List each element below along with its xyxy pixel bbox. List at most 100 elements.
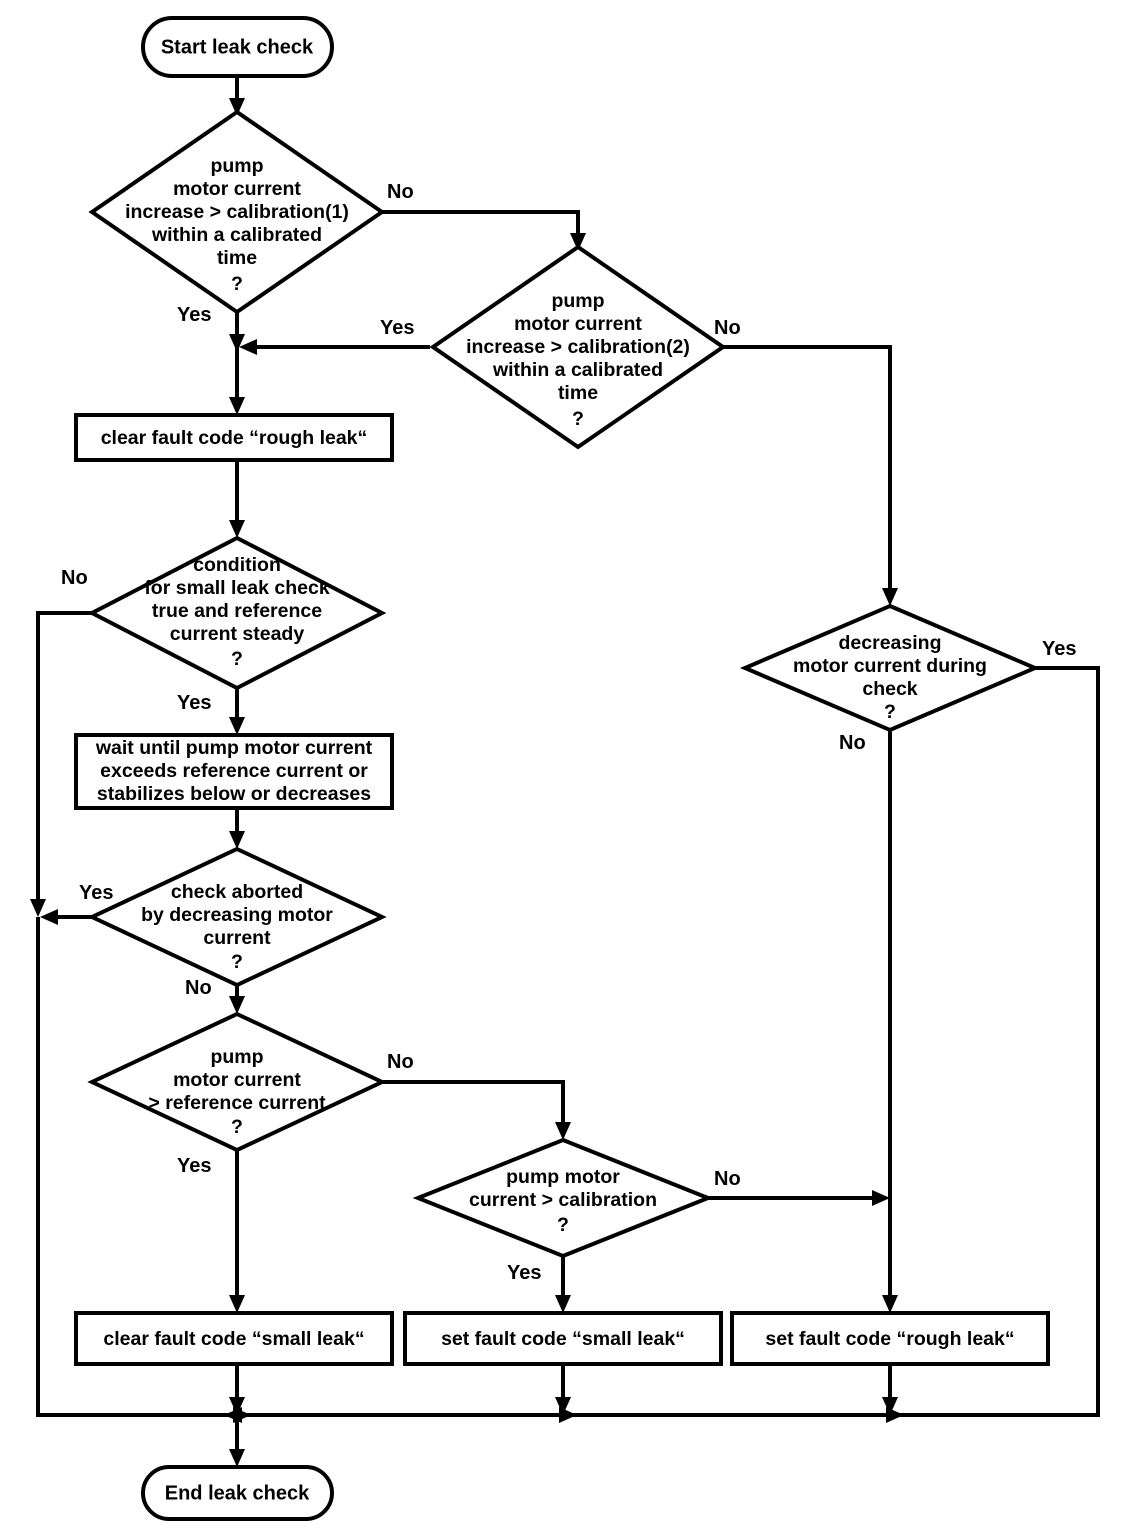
d2-line-0: pump — [551, 290, 604, 312]
label-d7-no: No — [714, 1168, 741, 1190]
d7-line-1: current > calibration — [469, 1189, 657, 1211]
p3-box-shape — [74, 1311, 394, 1366]
arrowhead-d5-yes-to-p3 — [229, 1295, 245, 1313]
label-d1-no: No — [387, 181, 414, 203]
label-d4-yes: Yes — [79, 882, 113, 904]
d3-line-1: for small leak check — [144, 577, 330, 599]
arrowhead-merge-to-end — [229, 1449, 245, 1467]
label-d5-no: No — [387, 1051, 414, 1073]
node-decision-decreasing-current[interactable]: decreasing motor current during check ? — [739, 603, 1041, 733]
label-d2-no: No — [714, 317, 741, 339]
label-d1-yes: Yes — [177, 304, 211, 326]
arrowhead-p2-to-d4 — [229, 831, 245, 849]
p2-box-shape — [74, 733, 394, 810]
arrowhead-merge-right-2 — [559, 1407, 577, 1423]
arrowhead-d1-yes-to-p1 — [229, 397, 245, 415]
label-d6-no: No — [839, 732, 866, 754]
arrowhead-p5-to-merge — [882, 1397, 898, 1415]
arrowhead-merge-right-3 — [886, 1407, 904, 1423]
arrowhead-p1-to-d3 — [229, 520, 245, 538]
node-decision-calibration-2[interactable]: pump motor current increase > calibratio… — [429, 244, 727, 450]
d6-line-2: check — [862, 678, 917, 700]
d1-line-2: increase > calibration(1) — [125, 201, 349, 223]
d5-line-0: pump — [210, 1046, 263, 1068]
d4-diamond-shape — [87, 846, 387, 988]
arrowhead-d7-yes-to-p4 — [555, 1295, 571, 1313]
p2-line-2: stabilizes below or decreases — [97, 783, 371, 805]
d2-diamond-shape — [429, 244, 727, 450]
edge-d1-no-to-d2 — [382, 210, 580, 237]
p2-line-0: wait until pump motor current — [95, 737, 373, 759]
label-d5-yes: Yes — [177, 1155, 211, 1177]
arrowhead-start-to-d1 — [229, 98, 245, 116]
p1-line-0: clear fault code “rough leak“ — [101, 427, 368, 449]
d3-diamond-shape — [87, 535, 387, 691]
arrowhead-d2-no-to-d6 — [882, 588, 898, 606]
arrowhead-d7-no-to-p5-column — [872, 1190, 890, 1206]
label-d3-no: No — [61, 567, 88, 589]
d1-line-0: pump — [210, 155, 263, 177]
p2-line-1: exceeds reference current or — [100, 760, 368, 782]
node-decision-current-vs-calibration[interactable]: pump motor current > calibration ? — [412, 1137, 714, 1259]
d4-line-1: by decreasing motor — [141, 904, 333, 926]
p5-box-shape — [730, 1311, 1050, 1366]
d2-line-2: increase > calibration(2) — [466, 336, 690, 358]
d6-diamond-shape — [739, 603, 1041, 733]
d1-line-1: motor current — [173, 178, 301, 200]
arrowhead-d4-yes-to-left-rail — [40, 909, 58, 925]
d6-line-3: ? — [884, 701, 896, 723]
d1-line-4: time — [217, 247, 257, 269]
arrowhead-p4-to-merge — [555, 1397, 571, 1415]
label-d3-yes: Yes — [177, 692, 211, 714]
p1-box-shape — [74, 413, 394, 462]
d2-line-3: within a calibrated — [492, 359, 663, 381]
node-process-clear-rough-leak[interactable]: clear fault code “rough leak“ — [74, 413, 394, 462]
node-decision-check-aborted[interactable]: check aborted by decreasing motor curren… — [87, 846, 387, 988]
d1-line-5: ? — [231, 273, 243, 295]
d3-line-0: condition — [193, 554, 281, 576]
edge-d3-no-left-rail — [36, 611, 92, 901]
d1-diamond-shape — [88, 109, 386, 315]
end-terminator-shape — [141, 1465, 334, 1521]
end-label: End leak check — [165, 1482, 310, 1504]
p4-line-0: set fault code “small leak“ — [441, 1328, 685, 1350]
d2-line-4: time — [558, 382, 598, 404]
d1-line-3: within a calibrated — [151, 224, 322, 246]
d4-line-2: current — [203, 927, 271, 949]
node-end[interactable]: End leak check — [141, 1465, 334, 1521]
edge-d6-yes-right-rail — [913, 666, 1100, 1417]
label-d6-yes: Yes — [1042, 638, 1076, 660]
d5-line-1: motor current — [173, 1069, 301, 1091]
d3-line-4: ? — [231, 648, 243, 670]
d3-line-3: current steady — [170, 623, 305, 645]
node-decision-small-leak-condition[interactable]: condition for small leak check true and … — [87, 535, 387, 691]
node-process-set-small-leak[interactable]: set fault code “small leak“ — [403, 1311, 723, 1366]
node-decision-calibration-1[interactable]: pump motor current increase > calibratio… — [88, 109, 386, 315]
d7-line-0: pump motor — [506, 1166, 620, 1188]
d4-line-0: check aborted — [171, 881, 303, 903]
node-start[interactable]: Start leak check — [141, 16, 334, 78]
node-process-wait-until[interactable]: wait until pump motor current exceeds re… — [74, 733, 394, 810]
d5-line-2: > reference current — [148, 1092, 326, 1114]
d7-line-2: ? — [557, 1214, 569, 1236]
d3-line-2: true and reference — [152, 600, 322, 622]
arrowhead-d3-yes-to-p2 — [229, 717, 245, 735]
p3-line-0: clear fault code “small leak“ — [103, 1328, 364, 1350]
node-process-clear-small-leak[interactable]: clear fault code “small leak“ — [74, 1311, 394, 1366]
node-process-set-rough-leak[interactable]: set fault code “rough leak“ — [730, 1311, 1050, 1366]
node-decision-current-vs-reference[interactable]: pump motor current > reference current ? — [87, 1011, 387, 1153]
arrowhead-d2-yes-to-merge — [239, 339, 257, 355]
p4-box-shape — [403, 1311, 723, 1366]
label-d7-yes: Yes — [507, 1262, 541, 1284]
d5-diamond-shape — [87, 1011, 387, 1153]
arrowhead-d5-no-to-d7 — [555, 1122, 571, 1140]
d2-line-1: motor current — [514, 313, 642, 335]
edge-d5-no-to-d7 — [382, 1080, 565, 1126]
d5-line-3: ? — [231, 1116, 243, 1138]
d6-line-1: motor current during — [793, 655, 987, 677]
d7-diamond-shape — [412, 1137, 714, 1259]
label-d2-yes: Yes — [380, 317, 414, 339]
connectors — [30, 76, 1100, 1467]
start-label: Start leak check — [161, 36, 314, 58]
